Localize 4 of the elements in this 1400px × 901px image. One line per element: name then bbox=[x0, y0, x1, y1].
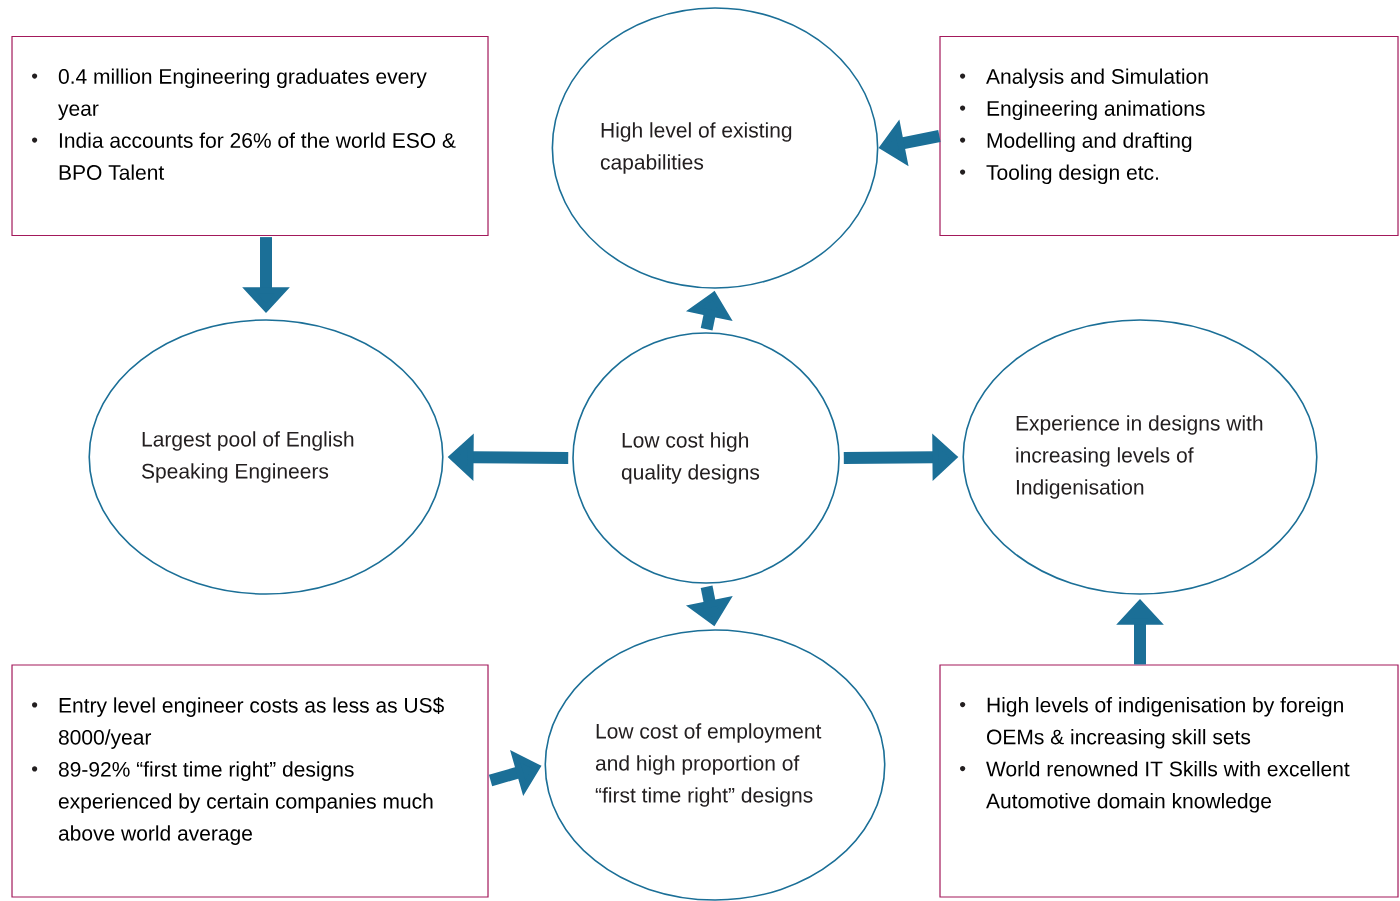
text-box: Entry level engineer costs as less as US$ 8000/year 89-92% “first time right” designs experienced by certain companies much above world average bbox=[11, 664, 489, 898]
text-box: High levels of indigenisation by foreign OEMs & increasing skill sets World renowned IT Skills with excellent Automotive domain knowledge bbox=[939, 664, 1399, 898]
text-box: 0.4 million Engineering graduates every year India accounts for 26% of the world ESO & BPO Talent bbox=[11, 35, 489, 237]
text-box: Analysis and Simulation Engineering animations Modelling and drafting Tooling design etc. bbox=[939, 35, 1399, 237]
